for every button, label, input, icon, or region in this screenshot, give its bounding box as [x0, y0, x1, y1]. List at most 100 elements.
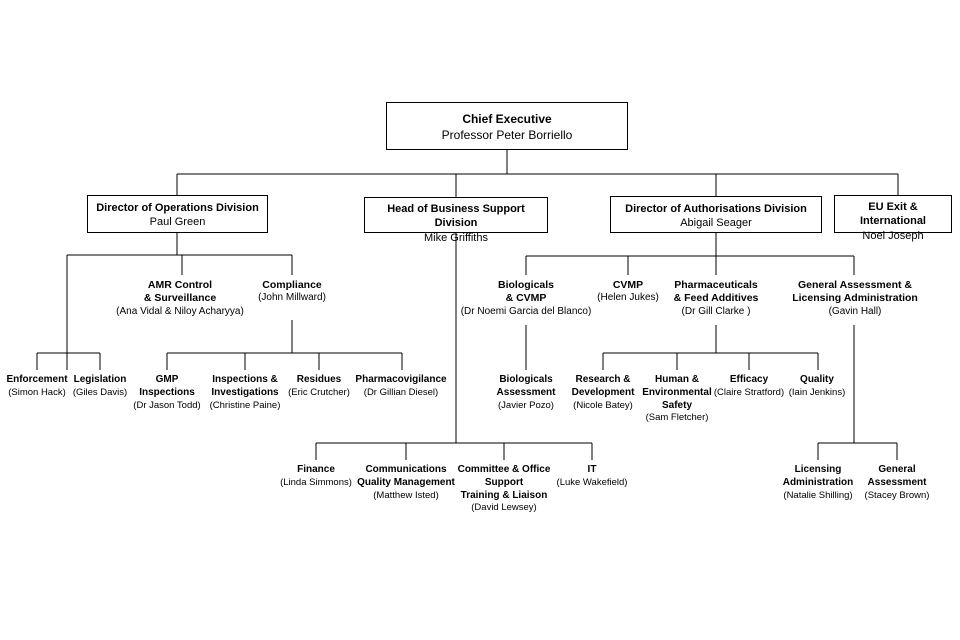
amr-title-line2: & Surveillance — [143, 292, 217, 305]
general-assessment-title-line1: General — [878, 464, 916, 475]
gmp-inspections-node: GMP Inspections (Dr Jason Todd) — [133, 374, 200, 412]
eu-exit-box: EU Exit & International Noel Joseph — [834, 195, 952, 242]
operations-division-box: Director of Operations Division Paul Gre… — [87, 195, 268, 233]
biologicals-cvmp-node: Biologicals & CVMP (Dr Noemi Garcia del … — [461, 279, 592, 319]
compliance-node: Compliance (John Millward) — [258, 279, 326, 305]
gmp-title-line1: GMP — [155, 374, 179, 385]
biologicals-name: (Dr Noemi Garcia del Blanco) — [460, 305, 592, 317]
enforcement-title: Enforcement — [6, 374, 68, 385]
cvmp-name: (Helen Jukes) — [597, 292, 659, 304]
pharma-name: (Dr Gill Clarke ) — [681, 305, 751, 317]
operations-title: Director of Operations Division — [96, 202, 259, 214]
licensing-name: (Natalie Shilling) — [783, 489, 853, 501]
it-node: IT (Luke Wakefield) — [557, 464, 628, 489]
enforcement-node: Enforcement (Simon Hack) — [6, 374, 67, 399]
chief-executive-box: Chief Executive Professor Peter Borriell… — [386, 102, 628, 150]
pharma-title-line2: & Feed Additives — [673, 292, 759, 305]
business-title: Head of Business Support Division — [387, 203, 525, 230]
authorisations-division-box: Director of Authorisations Division Abig… — [610, 196, 822, 233]
general-assessment-node: General Assessment (Stacey Brown) — [865, 464, 930, 502]
communications-title-line2: Quality Management — [357, 476, 455, 488]
finance-name: (Linda Simmons) — [280, 476, 352, 488]
communications-node: Communications Quality Management (Matth… — [357, 464, 455, 502]
finance-title: Finance — [297, 464, 335, 475]
inspections-title-line2: Investigations — [211, 386, 279, 398]
efficacy-title: Efficacy — [729, 374, 769, 385]
pharmacovigilance-node: Pharmacovigilance (Dr Gillian Diesel) — [355, 374, 446, 399]
bio-assessment-title-line2: Assessment — [496, 386, 556, 398]
human-env-title-line1: Human & — [655, 374, 699, 385]
communications-name: (Matthew Isted) — [373, 489, 439, 501]
bio-assessment-name: (Javier Pozo) — [498, 399, 554, 411]
efficacy-name: (Claire Stratford) — [713, 386, 785, 398]
general-title-line1: General Assessment & — [798, 279, 912, 291]
licensing-title-line1: Licensing — [794, 464, 842, 475]
general-assessment-licensing-node: General Assessment & Licensing Administr… — [792, 279, 918, 319]
research-name: (Nicole Batey) — [573, 399, 633, 411]
residues-node: Residues (Eric Crutcher) — [288, 374, 350, 399]
committee-name: (David Lewsey) — [471, 502, 537, 514]
general-name: (Gavin Hall) — [828, 305, 882, 317]
general-assessment-title-line2: Assessment — [867, 476, 927, 488]
amr-title-line1: AMR Control — [147, 279, 213, 291]
legislation-node: Legislation (Giles Davis) — [73, 374, 127, 399]
it-name: (Luke Wakefield) — [556, 476, 628, 488]
authorisations-title: Director of Authorisations Division — [625, 203, 807, 215]
chief-title: Chief Executive — [462, 112, 552, 126]
it-title: IT — [587, 464, 597, 475]
general-title-line2: Licensing Administration — [792, 292, 918, 305]
operations-name: Paul Green — [149, 216, 206, 229]
human-environmental-safety-node: Human & Environmental Safety (Sam Fletch… — [642, 374, 711, 425]
licensing-administration-node: Licensing Administration (Natalie Shilli… — [783, 464, 854, 502]
inspections-investigations-node: Inspections & Investigations (Christine … — [210, 374, 281, 412]
euexit-name: Noel Joseph — [862, 229, 924, 242]
committee-title-line2: Support — [484, 476, 524, 488]
residues-name: (Eric Crutcher) — [288, 386, 350, 398]
efficacy-node: Efficacy (Claire Stratford) — [714, 374, 784, 399]
human-env-title-line3: Safety — [661, 399, 692, 411]
committee-title-line3: Training & Liaison — [460, 489, 548, 501]
general-assessment-name: (Stacey Brown) — [864, 489, 930, 501]
pharmacovigilance-name: (Dr Gillian Diesel) — [363, 386, 439, 398]
quality-name: (Iain Jenkins) — [788, 386, 846, 398]
biologicals-title-line2: & CVMP — [505, 292, 547, 305]
research-title-line2: Development — [571, 386, 635, 398]
research-title-line1: Research & — [575, 374, 631, 385]
amr-control-node: AMR Control & Surveillance (Ana Vidal & … — [116, 279, 244, 319]
business-support-division-box: Head of Business Support Division Mike G… — [364, 197, 548, 244]
inspections-title-line1: Inspections & — [212, 374, 278, 385]
biologicals-assessment-node: Biologicals Assessment (Javier Pozo) — [497, 374, 556, 412]
org-connectors — [36, 150, 899, 460]
gmp-name: (Dr Jason Todd) — [133, 399, 201, 411]
cvmp-node: CVMP (Helen Jukes) — [597, 279, 659, 305]
compliance-title: Compliance — [262, 279, 322, 291]
legislation-title: Legislation — [73, 374, 127, 385]
communications-title-line1: Communications — [365, 464, 447, 475]
legislation-name: (Giles Davis) — [72, 386, 128, 398]
committee-title-line1: Committee & Office — [457, 464, 551, 475]
pharma-title-line1: Pharmaceuticals — [674, 279, 758, 291]
pharmaceuticals-node: Pharmaceuticals & Feed Additives (Dr Gil… — [674, 279, 759, 319]
research-development-node: Research & Development (Nicole Batey) — [572, 374, 635, 412]
gmp-title-line2: Inspections — [139, 386, 195, 398]
business-name: Mike Griffiths — [424, 231, 488, 244]
pharmacovigilance-title: Pharmacovigilance — [355, 374, 447, 385]
inspections-name: (Christine Paine) — [209, 399, 281, 411]
authorisations-name: Abigail Seager — [680, 217, 752, 230]
euexit-title: EU Exit & International — [859, 201, 926, 228]
enforcement-name: (Simon Hack) — [8, 386, 66, 398]
chief-name: Professor Peter Borriello — [441, 127, 573, 142]
bio-assessment-title-line1: Biologicals — [499, 374, 553, 385]
licensing-title-line2: Administration — [782, 476, 854, 488]
quality-title: Quality — [800, 374, 834, 385]
quality-node: Quality (Iain Jenkins) — [789, 374, 846, 399]
human-env-name: (Sam Fletcher) — [645, 412, 709, 424]
committee-office-node: Committee & Office Support Training & Li… — [458, 464, 551, 515]
amr-name: (Ana Vidal & Niloy Acharyya) — [116, 305, 244, 317]
finance-node: Finance (Linda Simmons) — [280, 464, 352, 489]
biologicals-title-line1: Biologicals — [497, 279, 555, 291]
compliance-name: (John Millward) — [258, 292, 326, 304]
cvmp-title: CVMP — [612, 279, 644, 291]
residues-title: Residues — [296, 374, 342, 385]
